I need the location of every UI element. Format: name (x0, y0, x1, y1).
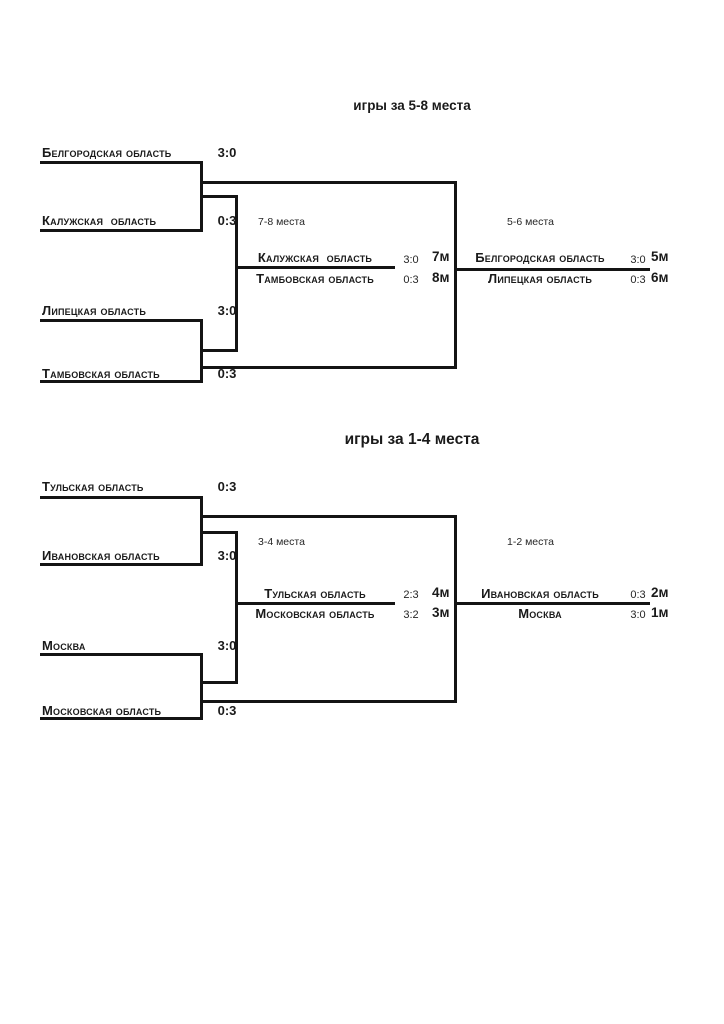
connector-line-horizontal (200, 531, 238, 534)
connector-line-vertical (235, 531, 238, 684)
team-underline (40, 653, 203, 656)
team-label: Ивановская область (42, 548, 160, 563)
connector-line-vertical (200, 653, 203, 720)
score-label: 3:0 (217, 303, 237, 318)
team-underline (40, 161, 203, 164)
connector-line-horizontal (200, 700, 457, 703)
stage-label: 3-4 места (258, 536, 305, 548)
place-label: 5м (651, 249, 669, 264)
place-label: 3м (432, 605, 450, 620)
score-label: 3:0 (630, 254, 646, 266)
team-label: Москва (518, 606, 562, 621)
score-label: 3:2 (403, 609, 419, 621)
team-underline (40, 380, 203, 383)
team-label: Тамбовская область (256, 271, 374, 286)
connector-line-horizontal (200, 349, 238, 352)
team-underline (40, 717, 203, 720)
place-label: 7м (432, 249, 450, 264)
place-label: 8м (432, 270, 450, 285)
bracket-title: игры за 1-4 места (344, 431, 480, 448)
team-label: Тульская область (42, 479, 144, 494)
score-label: 3:0 (217, 638, 237, 653)
team-label: Московская область (255, 606, 375, 621)
score-label: 3:0 (217, 145, 237, 160)
stage-label: 7-8 места (258, 216, 305, 228)
team-label: Липецкая область (42, 303, 146, 318)
team-label: Тамбовская область (42, 366, 160, 381)
place-label: 1м (651, 605, 669, 620)
match-underline (235, 266, 395, 269)
connector-line-horizontal (200, 681, 238, 684)
connector-line-horizontal (200, 366, 457, 369)
score-label: 0:3 (217, 213, 237, 228)
team-label: Калужская область (257, 250, 373, 265)
team-underline (40, 496, 203, 499)
score-label: 3:0 (217, 548, 237, 563)
score-label: 0:3 (217, 366, 237, 381)
score-label: 0:3 (217, 479, 237, 494)
connector-line-horizontal (200, 515, 457, 518)
score-label: 0:3 (630, 589, 646, 601)
team-underline (40, 229, 203, 232)
team-label: Ивановская область (481, 586, 599, 601)
score-label: 0:3 (403, 274, 419, 286)
bracket-title: игры за 5-8 места (353, 98, 471, 113)
match-underline (454, 602, 650, 605)
match-underline (454, 268, 650, 271)
match-underline (235, 602, 395, 605)
connector-line-horizontal (200, 181, 457, 184)
connector-line-horizontal (200, 195, 238, 198)
score-label: 0:3 (630, 274, 646, 286)
stage-label: 5-6 места (507, 216, 554, 228)
team-label: Белгородская область (42, 145, 172, 160)
team-underline (40, 319, 203, 322)
team-label: Московская область (42, 703, 162, 718)
place-label: 2м (651, 585, 669, 600)
score-label: 3:0 (403, 254, 419, 266)
team-label: Калужская область (42, 213, 157, 228)
team-label: Белгородская область (475, 250, 605, 265)
team-underline (40, 563, 203, 566)
connector-line-vertical (454, 515, 457, 703)
team-label: Липецкая область (488, 271, 592, 286)
stage-label: 1-2 места (507, 536, 554, 548)
place-label: 4м (432, 585, 450, 600)
connector-line-vertical (454, 181, 457, 369)
score-label: 2:3 (403, 589, 419, 601)
connector-line-vertical (235, 195, 238, 352)
team-label: Тульская область (264, 586, 366, 601)
team-label: Москва (42, 638, 86, 653)
score-label: 3:0 (630, 609, 646, 621)
score-label: 0:3 (217, 703, 237, 718)
place-label: 6м (651, 270, 669, 285)
